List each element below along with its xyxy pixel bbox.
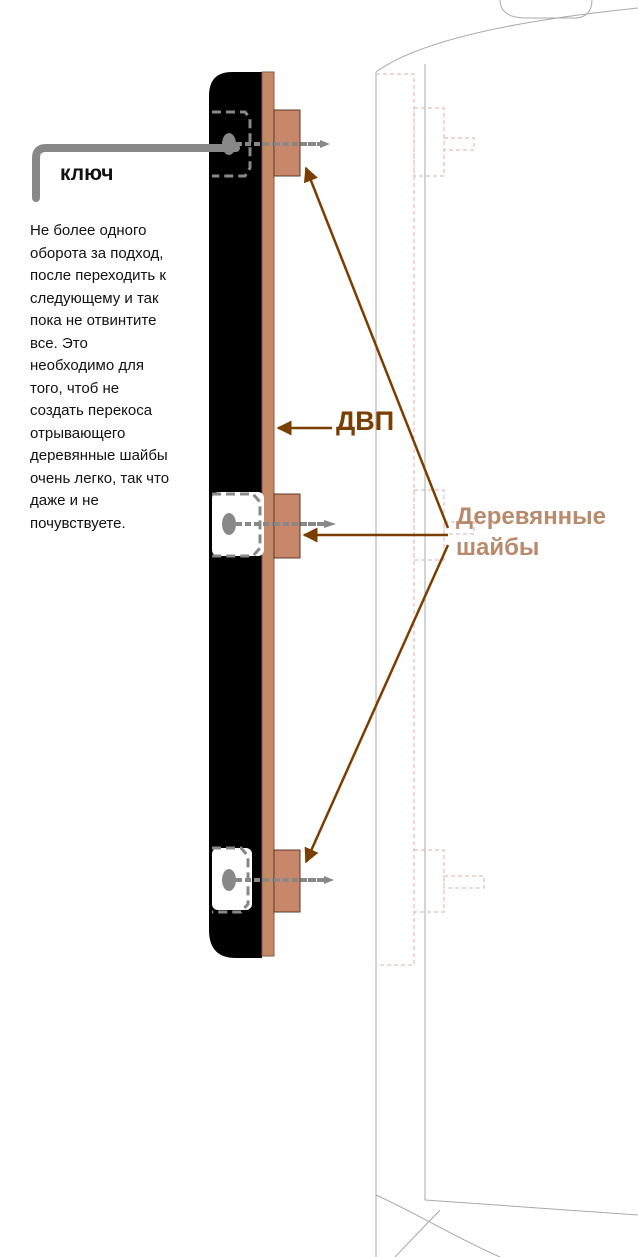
note-line: следующему и так [30,289,159,307]
note-line: необходимо для [30,357,144,374]
note-line: очень легко, так что [30,469,170,487]
note-line: пока не отвинтите [30,312,157,329]
hex-key-icon [32,144,240,202]
note-line: все. Это [30,334,88,352]
washers-label-line-2: шайбы [456,534,540,561]
note-line: даже и не [30,492,99,509]
screw-shafts [274,142,326,882]
arrow-to-washer-bottom [304,544,450,864]
washers-label-line-1: Деревянные [456,503,607,530]
note-line: почувствуете. [30,514,126,532]
note-line: деревянные шайбы [30,447,168,464]
instruction-note: Не более одного оборота за подход, после… [30,220,210,535]
note-line: того, чтоб не [30,379,120,397]
screw-tips [320,140,336,884]
cabinet-outline [375,0,638,1257]
note-line: оборота за подход, [30,244,164,262]
key-label: ключ [60,162,114,185]
note-line: после переходить к [30,267,166,284]
arrow-to-washer-top [303,166,450,529]
note-line: создать перекоса [30,402,153,419]
note-line: Не более одного [30,222,147,239]
cabinet-hidden-parts [376,73,485,966]
wooden-washers-label: Деревянные шайбы [456,501,606,563]
pointer-arrows [276,166,450,864]
note-line: отрывающего [30,424,126,442]
fiberboard-label: ДВП [336,406,395,436]
